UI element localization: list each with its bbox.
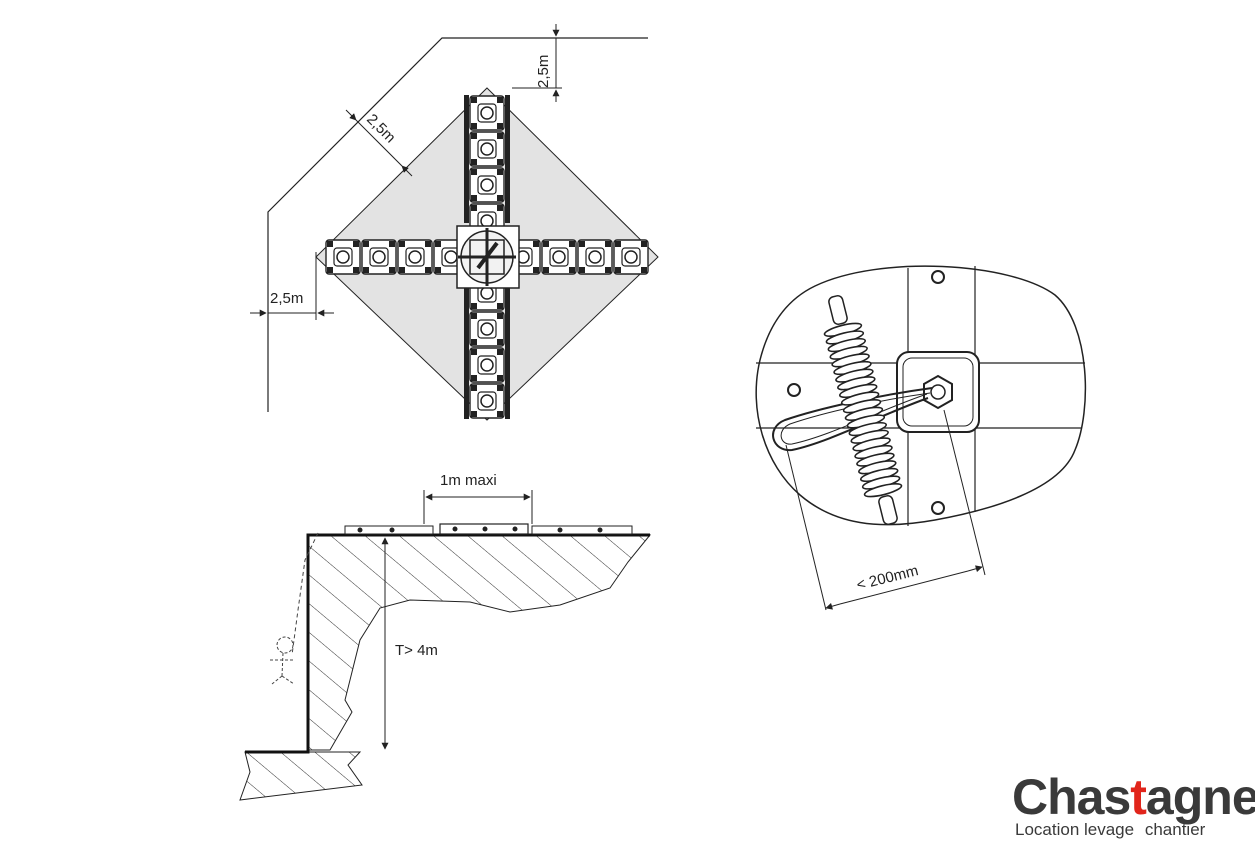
dim-diagonal: 2,5m	[345, 109, 413, 177]
mat-segment	[469, 95, 505, 131]
brand-name: Chastagner	[1012, 770, 1255, 824]
tagline-right: chantier	[1144, 820, 1206, 839]
mat-segment	[541, 239, 577, 275]
tagline-left: Location levage	[1015, 820, 1135, 839]
label-spring-spacing: < 200mm	[855, 562, 920, 594]
brand-logo: Chastagner Location levage chantier	[1012, 770, 1255, 840]
plan-view: 2,5m 2,5m 2,5m	[250, 24, 659, 421]
mat-segment	[613, 239, 649, 275]
clip-detail: < 200mm	[755, 265, 1087, 611]
mat-segment	[325, 239, 361, 275]
dim-top: 2,5m	[512, 24, 562, 102]
exclusion-boundary	[267, 37, 648, 412]
brand-name-accent: t	[1130, 769, 1147, 825]
label-gap-diagonal: 2,5m	[363, 111, 399, 147]
dim-spring-spacing: < 200mm	[825, 562, 983, 610]
ground-mass	[307, 534, 652, 751]
brand-name-part1: Chas	[1012, 769, 1131, 825]
dim-left: 2,5m	[250, 252, 334, 320]
central-pad	[456, 225, 520, 289]
spring	[823, 295, 903, 525]
label-gap-left: 2,5m	[270, 290, 303, 307]
label-drop-height: T> 4m	[395, 642, 438, 659]
person-figure	[270, 636, 295, 685]
mat-segment	[469, 383, 505, 419]
brand-tagline: Location levage chantier	[1015, 821, 1205, 839]
hex-bolt	[923, 374, 953, 410]
mat-segment	[469, 311, 505, 347]
section-view: 1m maxi T> 4m	[239, 472, 652, 801]
mat-segment	[577, 239, 613, 275]
mat-segment	[361, 239, 397, 275]
label-max-span: 1m maxi	[440, 472, 497, 489]
excavation-edge	[245, 533, 650, 754]
dim-max-span: 1m maxi	[423, 472, 533, 524]
mat-segment	[397, 239, 433, 275]
lower-ground	[239, 751, 363, 801]
label-gap-top: 2,5m	[535, 55, 552, 88]
mat-segment	[469, 347, 505, 383]
ground-mats	[344, 523, 633, 535]
mat-segment	[469, 167, 505, 203]
mat-segment	[469, 131, 505, 167]
dim-drop-height: T> 4m	[381, 537, 438, 750]
brand-name-part2: agner	[1145, 769, 1255, 825]
